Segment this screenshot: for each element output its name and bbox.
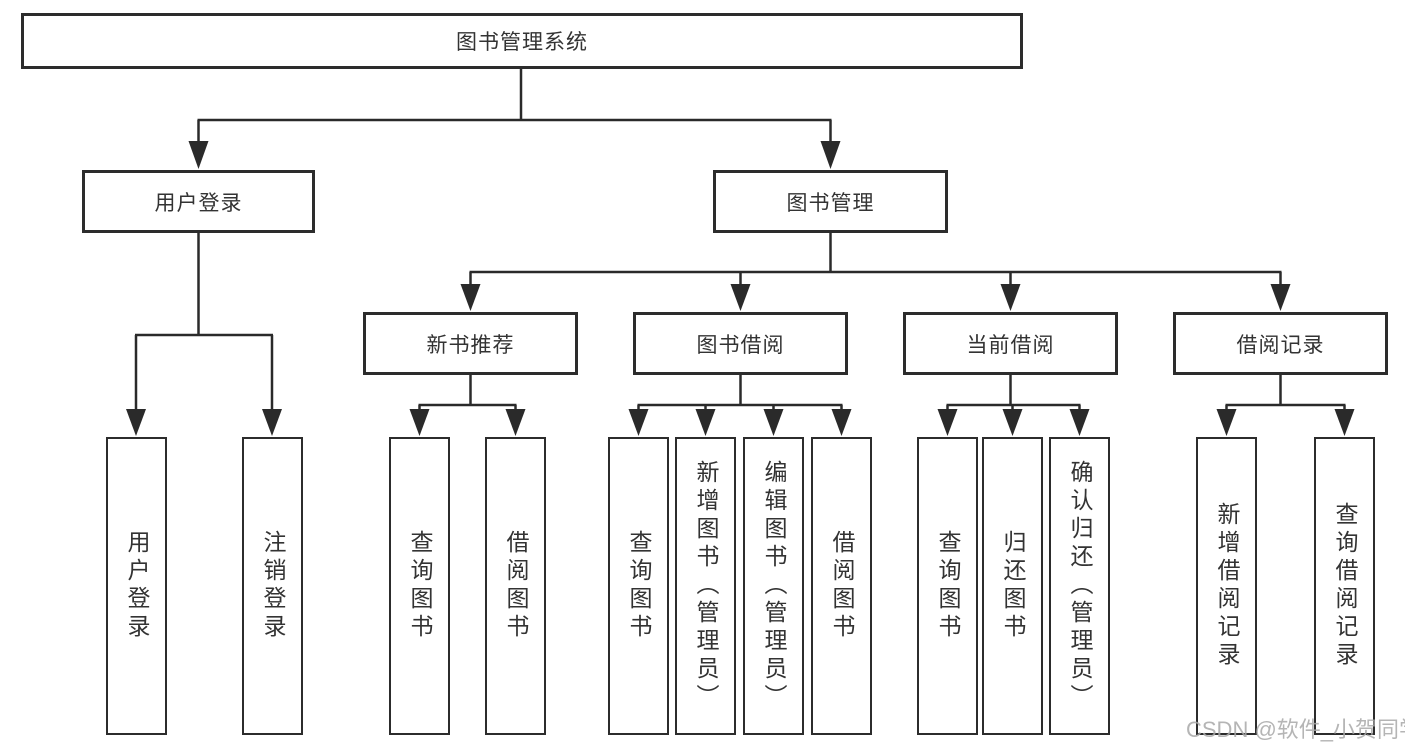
node-user-login: 用户登录 bbox=[82, 170, 315, 233]
leaf-confirm-return-admin: 确认归还（管理员） bbox=[1049, 437, 1110, 735]
leaf-edit-books-admin-label: 编辑图书（管理员） bbox=[761, 460, 787, 712]
leaf-add-books-admin: 新增图书（管理员） bbox=[675, 437, 736, 735]
leaf-edit-books-admin: 编辑图书（管理员） bbox=[743, 437, 804, 735]
node-library-system-label: 图书管理系统 bbox=[456, 31, 588, 54]
node-new-book-recommend: 新书推荐 bbox=[363, 312, 578, 375]
node-library-system: 图书管理系统 bbox=[21, 13, 1023, 69]
leaf-add-borrow-record: 新增借阅记录 bbox=[1196, 437, 1257, 735]
connector-book-mgmt-to-level3 bbox=[460, 233, 1291, 311]
node-book-borrowing-label: 图书借阅 bbox=[696, 333, 785, 357]
node-book-management-label: 图书管理 bbox=[786, 191, 875, 215]
connector-root-to-level2 bbox=[188, 69, 841, 169]
leaf-borrow-books-recommend: 借阅图书 bbox=[485, 437, 546, 735]
leaf-query-books-current: 查询图书 bbox=[917, 437, 978, 735]
leaf-user-login: 用户登录 bbox=[106, 437, 167, 735]
node-book-borrowing: 图书借阅 bbox=[633, 312, 848, 375]
leaf-query-borrow-record: 查询借阅记录 bbox=[1314, 437, 1375, 735]
leaf-borrow-books-recommend-label: 借阅图书 bbox=[503, 530, 529, 642]
connector-current-borrow-children bbox=[937, 375, 1090, 436]
node-user-login-label: 用户登录 bbox=[154, 191, 243, 215]
leaf-borrow-books-borrowing: 借阅图书 bbox=[811, 437, 872, 735]
node-new-book-recommend-label: 新书推荐 bbox=[426, 333, 515, 357]
node-current-borrowing-label: 当前借阅 bbox=[966, 333, 1055, 357]
leaf-logout: 注销登录 bbox=[242, 437, 303, 735]
leaf-query-books-recommend: 查询图书 bbox=[389, 437, 450, 735]
node-book-management: 图书管理 bbox=[713, 170, 948, 233]
leaf-query-books-current-label: 查询图书 bbox=[935, 530, 961, 642]
leaf-user-login-label: 用户登录 bbox=[124, 530, 150, 642]
node-current-borrowing: 当前借阅 bbox=[903, 312, 1118, 375]
csdn-watermark: CSDN @软件_小贺同学 bbox=[1186, 717, 1405, 742]
leaf-logout-label: 注销登录 bbox=[260, 530, 286, 642]
node-borrowing-records: 借阅记录 bbox=[1173, 312, 1388, 375]
leaf-confirm-return-admin-label: 确认归还（管理员） bbox=[1067, 460, 1093, 712]
leaf-add-books-admin-label: 新增图书（管理员） bbox=[693, 460, 719, 712]
connector-book-borrow-children bbox=[628, 375, 852, 436]
leaf-query-books-borrowing-label: 查询图书 bbox=[626, 530, 652, 642]
leaf-query-books-recommend-label: 查询图书 bbox=[407, 530, 433, 642]
leaf-borrow-books-borrowing-label: 借阅图书 bbox=[829, 530, 855, 642]
leaf-return-books: 归还图书 bbox=[982, 437, 1043, 735]
leaf-query-borrow-record-label: 查询借阅记录 bbox=[1332, 502, 1358, 670]
leaf-add-borrow-record-label: 新增借阅记录 bbox=[1214, 502, 1240, 670]
connector-user-login-children bbox=[126, 233, 282, 436]
connector-borrow-record-children bbox=[1216, 375, 1355, 436]
leaf-return-books-label: 归还图书 bbox=[1000, 530, 1026, 642]
connector-new-book-children bbox=[409, 375, 526, 436]
leaf-query-books-borrowing: 查询图书 bbox=[608, 437, 669, 735]
node-borrowing-records-label: 借阅记录 bbox=[1236, 333, 1325, 357]
